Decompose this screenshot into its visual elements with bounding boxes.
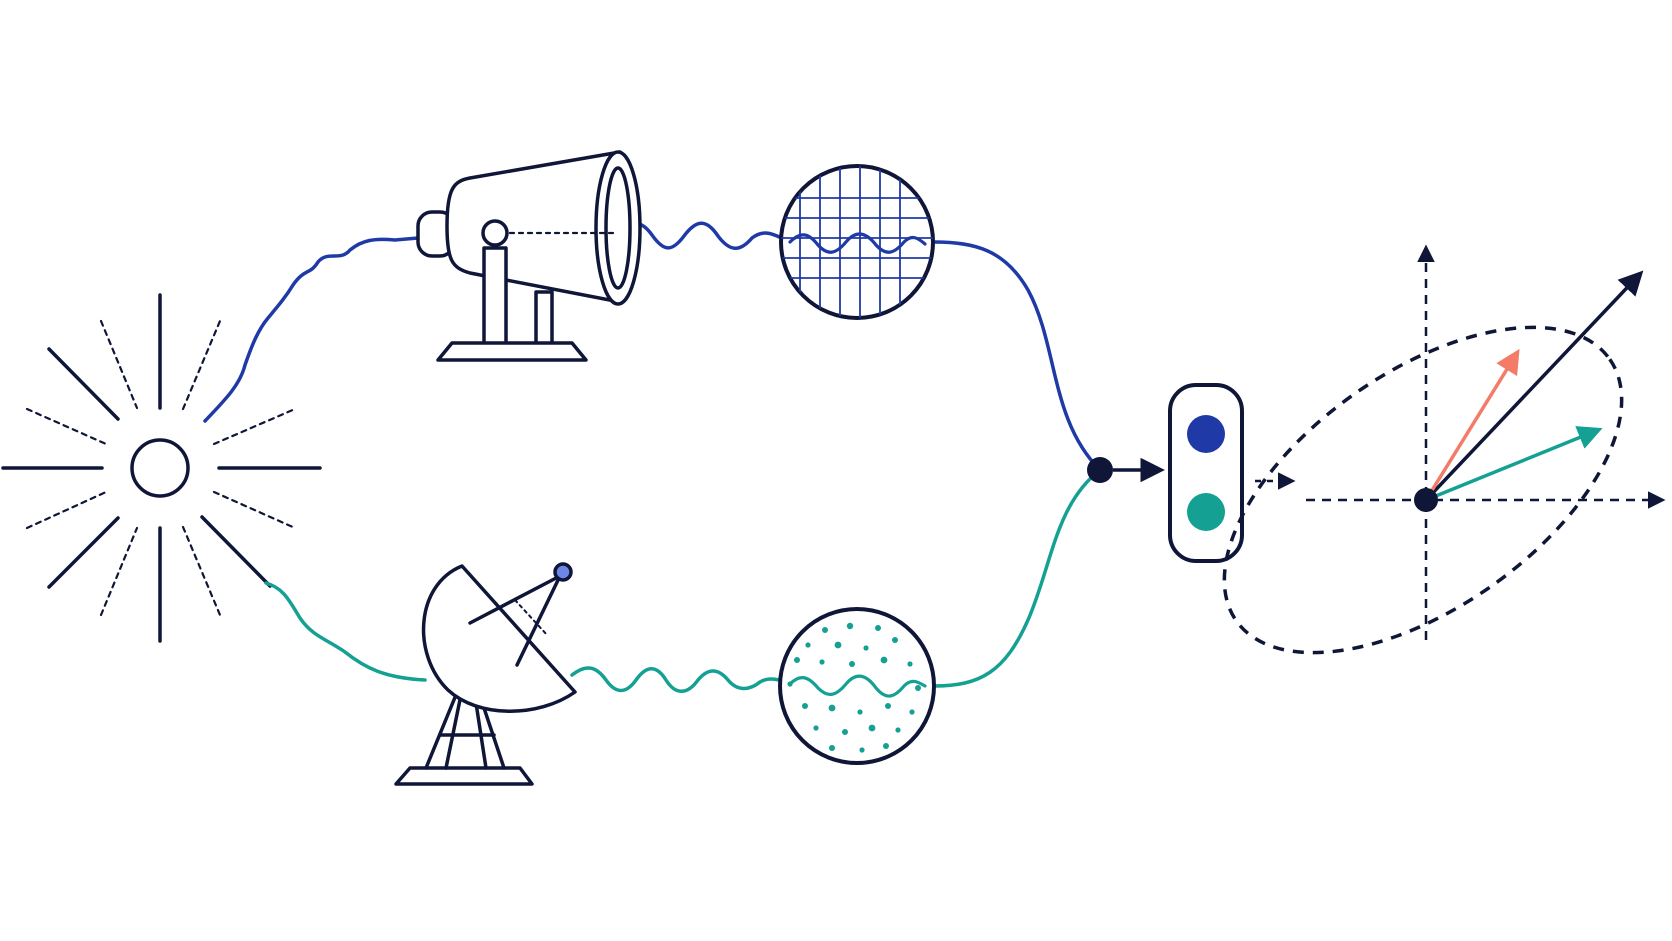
telescope-mount-post-rear [534,290,554,346]
radio-wave-dish-to-signal [570,666,792,693]
telescope-base [436,341,588,362]
radio-signal-trace [788,674,927,698]
junction-dot-icon [1087,457,1113,483]
sun-core [130,438,190,498]
radio-component-vector [1425,426,1603,502]
optical-component-vector [1424,348,1520,501]
radio-dish-icon [394,562,577,786]
telescope-mount-post [482,246,508,346]
optical-path-source-to-telescope [203,236,420,423]
dish-feed-strut [515,574,562,667]
sun-dashed-rays [25,319,297,617]
telescope-pivot [481,219,509,247]
optical-channel-dot [1187,415,1225,453]
radio-path-signal-to-merge [932,468,1102,688]
gridded-waveform-icon [779,164,935,320]
vector-ellipse-plot-icon [1222,244,1666,655]
two-channel-indicator-icon [1168,383,1244,563]
covariance-ellipse [1222,325,1624,655]
dish-feed-horn [553,562,573,582]
dish-tripod [424,688,506,770]
dish-feed-dotted [514,599,549,637]
dish-reflector [421,564,577,713]
indicator-capsule [1168,383,1244,563]
radio-channel-dot [1187,493,1225,531]
dish-base [394,766,534,786]
optical-wave-telescope-to-signal [608,221,792,250]
plot-origin [1414,488,1438,512]
telescope-aperture-inner [604,166,632,290]
resultant-vector [1424,270,1644,502]
noisy-waveform-icon [778,607,936,765]
optical-signal-trace [788,232,927,254]
telescope-tube [445,150,622,304]
optical-path-signal-to-merge [932,240,1102,472]
radio-path-source-to-dish [264,581,427,682]
sun-solid-rays [1,293,322,643]
telescope-icon [416,150,642,362]
sun-icon [1,293,322,643]
